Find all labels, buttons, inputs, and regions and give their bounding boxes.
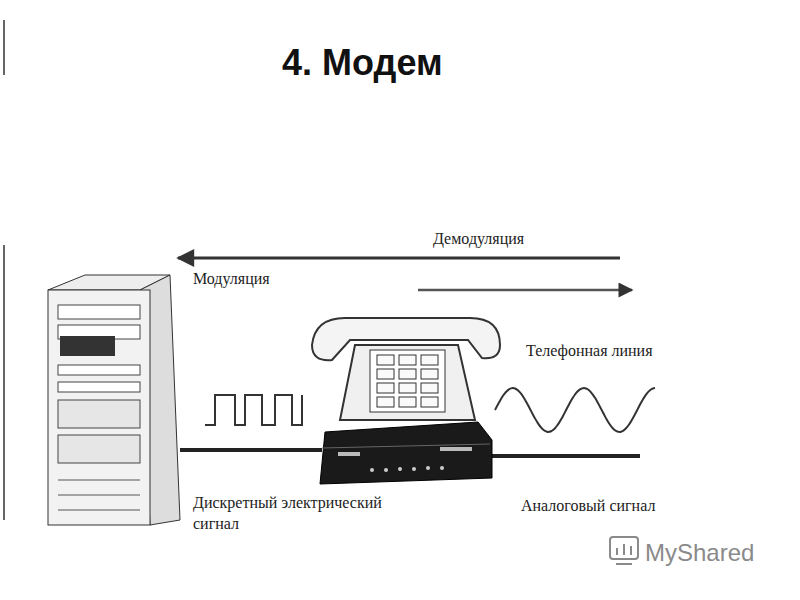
frame-line (3, 20, 5, 75)
signal-label: Аналоговый сигнал (521, 496, 655, 517)
modem-box (320, 422, 492, 484)
phone-line-cable (488, 454, 640, 458)
line-label: Телефонная линия (526, 341, 653, 362)
computer-tower (48, 275, 180, 525)
telephone (312, 318, 500, 420)
signal-label: Дискретный электрический сигнал (193, 493, 408, 535)
analog-signal (495, 388, 655, 432)
slide-title: 4. Модем (282, 40, 443, 87)
watermark-icon (610, 537, 638, 564)
watermark: MyShared (645, 537, 754, 568)
modulation-arrow (418, 289, 632, 292)
frame-line (3, 245, 5, 520)
demodulation-arrow (178, 257, 620, 260)
digital-signal (205, 395, 302, 425)
cable (180, 448, 322, 452)
process-label: Демодуляция (433, 229, 524, 250)
process-label: Модуляция (193, 269, 270, 290)
